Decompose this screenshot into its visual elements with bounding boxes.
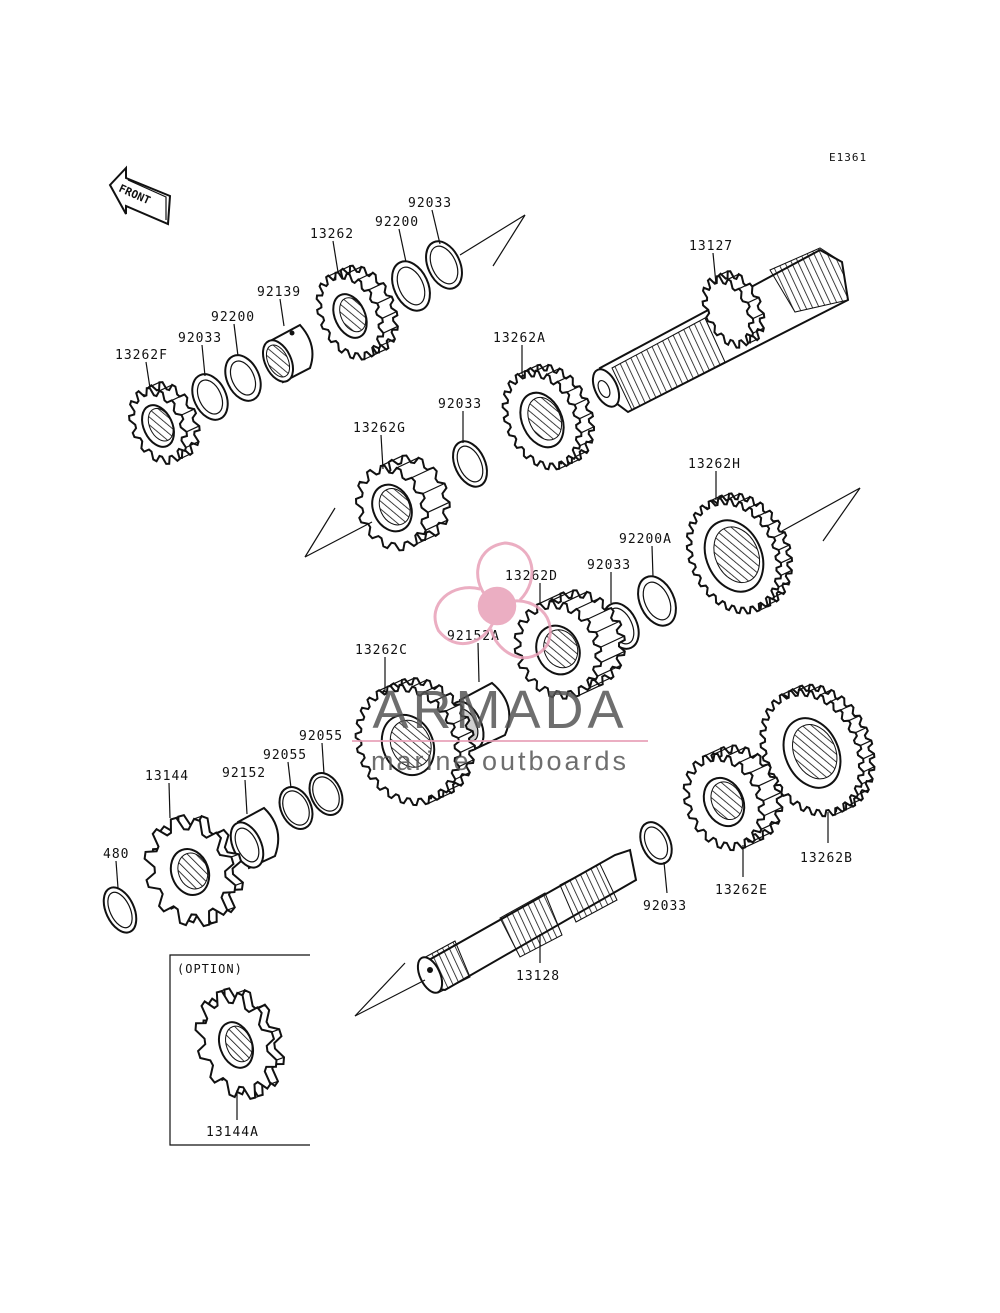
leader-line (712, 252, 717, 285)
gear-13262f (127, 381, 201, 465)
gear-13262a (501, 363, 596, 471)
part-label-92139: 92139 (257, 285, 301, 300)
gear-13262 (315, 264, 399, 361)
sprocket-13144 (143, 814, 244, 928)
explode-line (354, 962, 406, 1017)
part-label-92033-e: 92033 (643, 899, 687, 914)
part-label-13262f: 13262F (115, 348, 168, 363)
shaft-13127 (591, 247, 850, 414)
explode-line (354, 979, 426, 1017)
leader-line (332, 240, 339, 273)
washer-92200-right (391, 260, 431, 312)
explode-line (459, 214, 526, 256)
part-label-13262g: 13262G (353, 421, 406, 436)
washer-92033-left (191, 373, 229, 421)
shaft-13128 (416, 848, 638, 994)
propeller-logo-icon (433, 541, 552, 660)
part-label-92033-c: 92033 (438, 397, 482, 412)
option-label: (OPTION) (177, 962, 243, 976)
leader-line (233, 323, 239, 357)
leader-line (651, 545, 654, 578)
gear-13262c (354, 677, 476, 807)
leader-line (244, 779, 248, 815)
leader-line (279, 298, 285, 327)
diagram-code: E1361 (829, 151, 867, 164)
explode-line (781, 487, 861, 532)
leader-line (431, 209, 441, 245)
leader-line (201, 344, 206, 377)
part-label-13262b: 13262B (800, 851, 853, 866)
explode-line (304, 521, 373, 558)
bearing-92139 (261, 323, 314, 384)
part-label-13262e: 13262E (715, 883, 768, 898)
explode-line (822, 487, 861, 542)
part-label-92033-a: 92033 (408, 196, 452, 211)
leader-line (115, 860, 119, 889)
part-label-92152: 92152 (222, 766, 266, 781)
part-label-13127: 13127 (689, 239, 733, 254)
explode-line (492, 214, 526, 267)
leader-line (663, 861, 668, 894)
leader-line (145, 361, 151, 389)
leader-line (321, 742, 325, 775)
leader-line (477, 642, 480, 683)
option-box: (OPTION) (169, 954, 310, 1146)
washer-92200-left (224, 354, 262, 402)
part-label-13262c: 13262C (355, 643, 408, 658)
leader-line (168, 782, 171, 819)
circlip-92033-mid (452, 440, 488, 488)
watermark-brand: ARMADA (372, 680, 627, 740)
leader-line (398, 228, 407, 263)
part-label-13128: 13128 (516, 969, 560, 984)
gear-13262b (759, 683, 876, 818)
leader-line (287, 761, 292, 789)
part-label-92033-b: 92033 (178, 331, 222, 346)
gear-13262e (682, 744, 784, 852)
circlip-480 (102, 886, 138, 934)
gear-13262g (354, 454, 451, 552)
sprocket-13144a (194, 987, 286, 1101)
circlip-92033-e (639, 821, 673, 865)
part-label-13144: 13144 (145, 769, 189, 784)
part-label-92033-d: 92033 (587, 558, 631, 573)
part-label-13144a: 13144A (206, 1125, 259, 1140)
part-label-92200a: 92200A (619, 532, 672, 547)
front-arrow-icon: FRONT (108, 165, 172, 226)
part-label-13262h: 13262H (688, 457, 741, 472)
part-label-92200-a: 92200 (375, 215, 419, 230)
washer-92033-right (425, 240, 463, 290)
part-label-13262a: 13262A (493, 331, 546, 346)
gear-13262d (513, 589, 626, 700)
watermark-tagline: marine outboards (371, 746, 629, 776)
leader-line (380, 434, 384, 470)
part-label-92200-b: 92200 (211, 310, 255, 325)
part-label-92055-a: 92055 (299, 729, 343, 744)
part-label-92055-b: 92055 (263, 748, 307, 763)
washer-92200a (637, 575, 677, 627)
part-label-480: 480 (103, 847, 129, 862)
explode-line (304, 507, 336, 558)
gear-13262h (685, 492, 794, 615)
part-label-13262: 13262 (310, 227, 354, 242)
armada-watermark: ARMADA marine outboards (352, 541, 648, 776)
